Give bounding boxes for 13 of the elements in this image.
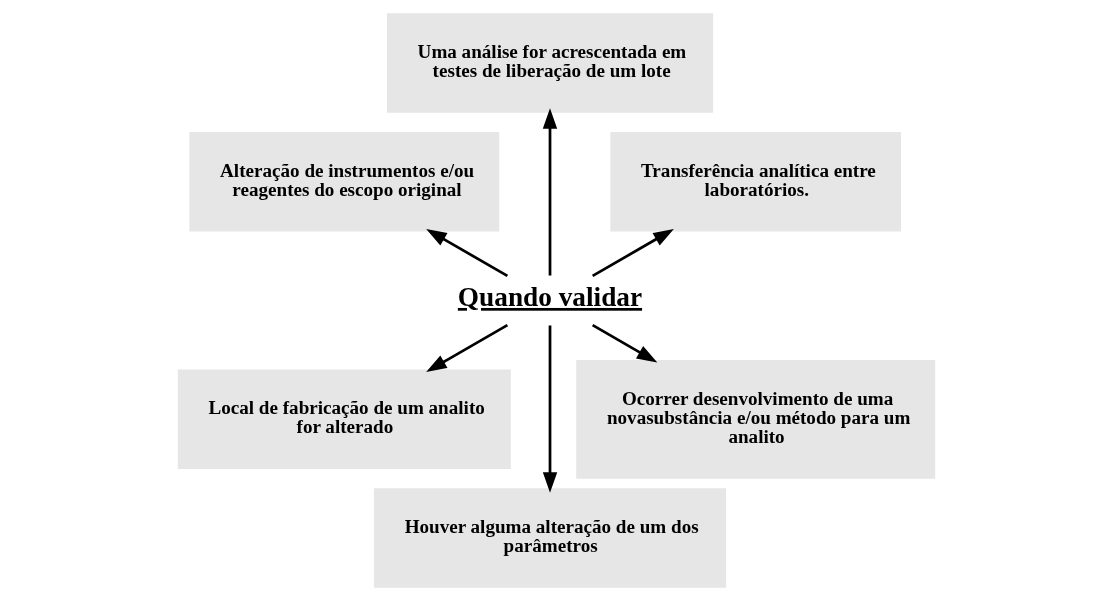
node-box: Ocorrer desenvolvimento de uma novasubstância e/ou método para um analito [576,359,936,479]
arrow [542,108,558,276]
arrow [426,323,509,372]
node-box: Transferência analítica entre laboratórios. [610,131,902,232]
node-text: Quando validar [457,281,643,312]
node-box: Local de fabricação de um analito for alterado [177,369,511,470]
arrow [591,323,658,363]
node-box: Uma análise for acrescentada em testes de liberação de um lote [386,13,714,113]
node-box: Houver alguma alteração de um dos parâmetros [373,488,727,588]
node-box: Alteração de instrumentos e/ou reagentes do escopo original [189,131,500,232]
arrow [426,229,509,278]
arrow [591,229,674,278]
arrow [542,325,558,493]
